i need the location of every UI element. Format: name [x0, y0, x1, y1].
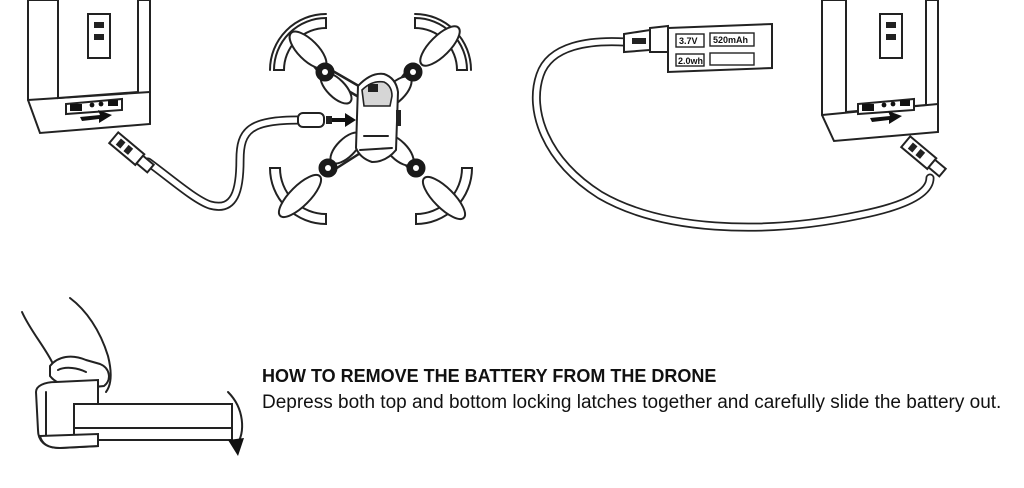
drone-illustration [268, 13, 474, 226]
battery-energy-label: 2.0wh [678, 56, 703, 66]
rotate-arrow-icon [228, 438, 244, 456]
instructions-title: HOW TO REMOVE THE BATTERY FROM THE DRONE [262, 366, 717, 386]
insert-arrow-icon [80, 110, 112, 123]
usb-port-icon-right [862, 104, 874, 111]
computer-tower-right [821, 0, 939, 143]
battery-removal-illustration [21, 297, 244, 456]
usb-plug-right [899, 134, 948, 178]
battery-illustration: 3.7V 520mAh 2.0wh [531, 22, 935, 232]
usb-port-icon [70, 104, 82, 111]
instructions-body: Depress both top and bottom locking latc… [262, 392, 1002, 413]
battery-capacity-label: 520mAh [713, 35, 748, 45]
insert-arrow-icon-right [870, 111, 902, 124]
prop-guard-bottom-left [268, 131, 363, 226]
battery-voltage-label: 3.7V [679, 36, 698, 46]
battery-removal-instructions: HOW TO REMOVE THE BATTERY FROM THE DRONE… [262, 364, 1007, 416]
computer-tower-left [27, 0, 151, 135]
prop-guard-top-left [269, 13, 353, 105]
prop-guard-bottom-right [381, 133, 474, 226]
usb-cable-drone [107, 112, 356, 211]
